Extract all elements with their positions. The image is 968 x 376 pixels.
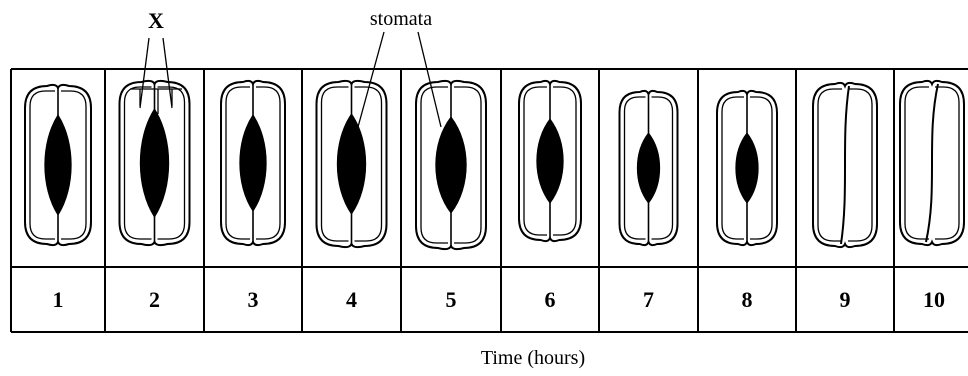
- guard-cell-pair: [900, 81, 964, 245]
- guard-cell-pair: [25, 85, 91, 245]
- guard-cell-pair: [416, 81, 486, 249]
- hour-number: 4: [346, 287, 357, 312]
- guard-cell-pair: [317, 81, 387, 247]
- stomata-label: stomata: [370, 8, 432, 30]
- hour-number: 1: [53, 287, 64, 312]
- guard-cell-pair: [120, 81, 190, 245]
- guard-cell-pair: [519, 81, 581, 241]
- guard-cell-pair: [221, 81, 285, 245]
- x-label: X: [148, 8, 164, 33]
- stoma-pore-open: [337, 114, 365, 214]
- stoma-pore-open: [537, 119, 563, 203]
- stoma-pore-closed: [841, 86, 849, 244]
- stoma-pore-open: [45, 115, 71, 215]
- stoma-pore-open: [240, 115, 266, 211]
- stomata-pointer-lines: [358, 32, 441, 127]
- time-axis-label: Time (hours): [481, 347, 585, 369]
- hour-number: 8: [742, 287, 753, 312]
- stoma-pore-closed: [926, 84, 938, 242]
- stoma-pore-open: [140, 109, 168, 217]
- hour-number: 7: [643, 287, 654, 312]
- stoma-pore-open: [637, 133, 659, 203]
- stoma-pore-open: [436, 117, 466, 213]
- hour-number: 2: [149, 287, 160, 312]
- hour-number: 9: [840, 287, 851, 312]
- column-dividers: [105, 69, 894, 332]
- hour-number: 10: [923, 287, 945, 312]
- hour-number: 6: [545, 287, 556, 312]
- x-pointer-lines: [130, 38, 182, 114]
- guard-cell-pair: [620, 91, 678, 245]
- hour-number: 3: [248, 287, 259, 312]
- guard-cell-row: [25, 81, 964, 249]
- hour-number-row: 1 2 3 4 5 6 7 8 9 10: [53, 287, 946, 312]
- guard-cell-pair: [813, 83, 877, 247]
- stoma-pore-open: [736, 133, 758, 203]
- hour-number: 5: [446, 287, 457, 312]
- guard-cell-pair: [717, 91, 777, 245]
